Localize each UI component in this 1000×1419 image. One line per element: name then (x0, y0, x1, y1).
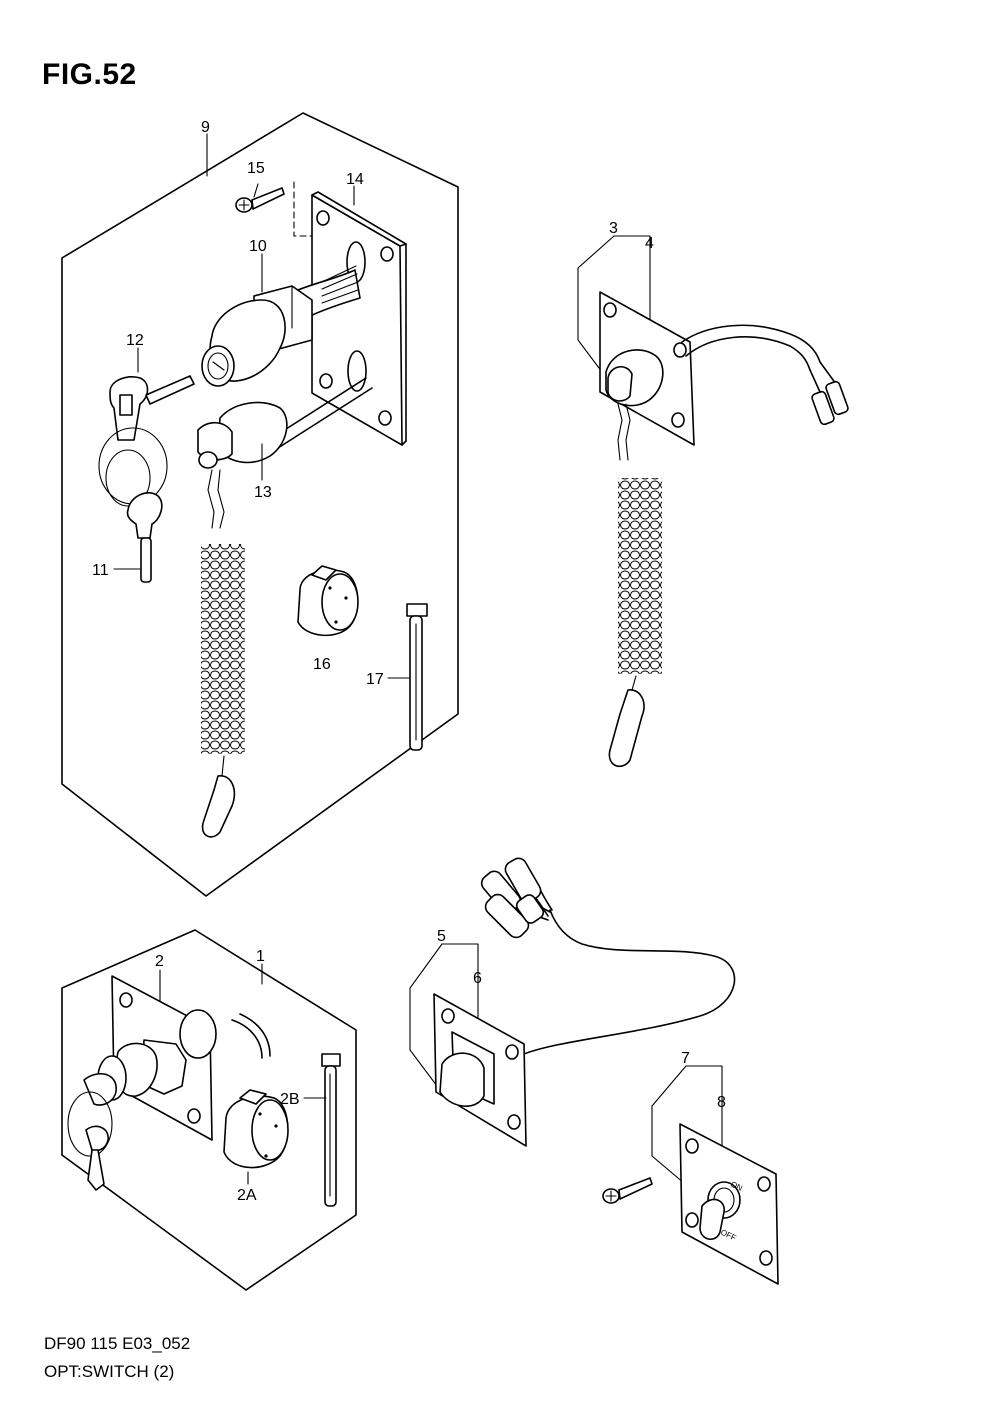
keys-11-12 (98, 375, 195, 583)
ignition-switch-10 (201, 265, 361, 387)
callout-12: 12 (126, 332, 144, 349)
switch-7-8: ON OFF (602, 1065, 779, 1285)
callout-17: 17 (366, 671, 384, 688)
callout-7: 7 (681, 1050, 690, 1067)
switch-5-6 (409, 857, 736, 1147)
cap-16 (297, 565, 359, 637)
figure-caption: OPT:SWITCH (2) (44, 1362, 175, 1381)
stop-switch-13 (197, 377, 373, 838)
callout-8: 8 (717, 1094, 726, 1111)
callout-1: 1 (256, 948, 265, 965)
callout-10: 10 (249, 238, 267, 255)
figure-title: FIG.52 (42, 58, 137, 91)
model-code-label: DF90 115 E03_052 (44, 1334, 191, 1353)
callout-9: 9 (201, 119, 210, 136)
kit-9-group (61, 112, 459, 897)
kit-1-group (61, 929, 357, 1291)
plate-14 (311, 191, 407, 446)
callout-16: 16 (313, 656, 331, 673)
screw-15 (235, 187, 285, 213)
callout-14: 14 (346, 171, 364, 188)
stop-switch-3-4 (577, 235, 849, 768)
callout-4: 4 (645, 235, 654, 252)
callout-13: 13 (254, 484, 272, 501)
callout-5: 5 (437, 928, 446, 945)
callout-2: 2 (155, 953, 164, 970)
callout-2B: 2B (280, 1091, 300, 1108)
callout-11: 11 (92, 562, 109, 579)
callout-6: 6 (473, 970, 482, 987)
callout-3: 3 (609, 220, 618, 237)
callout-2A: 2A (237, 1187, 257, 1204)
cable-tie-17 (406, 603, 428, 751)
callout-15: 15 (247, 160, 265, 177)
